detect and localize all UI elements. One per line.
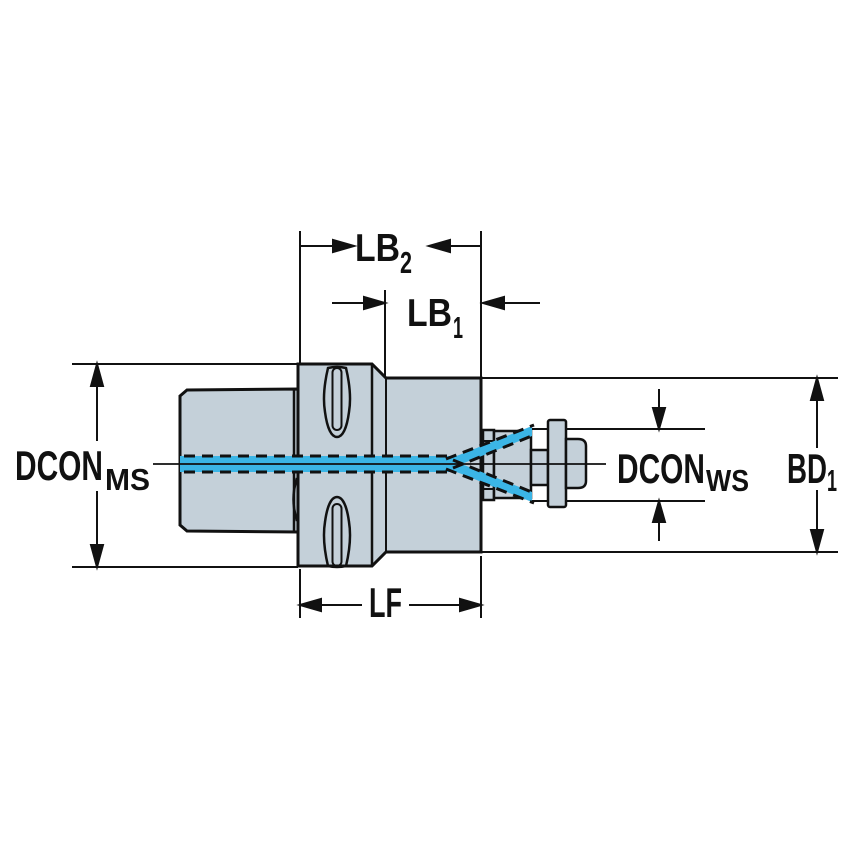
label-lb1-sub: 1	[453, 310, 463, 345]
shank-lobe-arc	[292, 477, 299, 522]
dimension-lb2	[299, 231, 482, 377]
bd1-arrow-down-icon	[809, 529, 825, 556]
label-lf: LF	[369, 579, 402, 626]
label-dcon-ms: DCON	[15, 442, 103, 489]
cone-band-upper	[449, 426, 532, 469]
label-lb2: LB	[355, 227, 400, 270]
flange-slot-top	[322, 365, 352, 439]
dimension-lines	[72, 231, 838, 618]
dimension-bd1	[481, 374, 838, 556]
lb1-arrow-left-icon	[479, 295, 505, 311]
flange-slot-bottom-inner	[331, 503, 343, 567]
flange-slot-top-inner	[331, 367, 343, 431]
label-bd1: BD	[787, 445, 827, 492]
lb2-arrow-left-icon	[425, 238, 451, 254]
hidden-line-dashes	[184, 423, 535, 505]
label-dcon-ms-sub: MS	[105, 462, 150, 497]
label-lb1: LB	[407, 292, 452, 335]
dimension-dcon-ms	[72, 360, 298, 571]
dash-cone-upper-1	[445, 423, 535, 461]
dconws-arrow-down-icon	[651, 407, 667, 433]
dimension-labels: DCON MS LB 2 LB 1 DCON WS BD 1 LF	[15, 227, 837, 626]
stud-neck	[529, 448, 550, 487]
dconms-arrow-up-icon	[89, 360, 105, 387]
dash-cone-lower-1	[445, 467, 535, 505]
lf-arrow-right-icon	[459, 597, 485, 613]
label-bd1-sub: 1	[827, 463, 837, 498]
lf-arrow-left-icon	[296, 597, 322, 613]
dconms-arrow-down-icon	[89, 544, 105, 571]
cone-band-lower	[449, 459, 532, 502]
flange-slot-bottom	[322, 495, 352, 569]
label-dcon-ws-sub: WS	[706, 463, 749, 498]
lb2-arrow-right-icon	[332, 238, 358, 254]
dimension-lf	[296, 556, 485, 618]
bd1-arrow-up-icon	[809, 374, 825, 401]
dimension-lb1	[332, 290, 540, 377]
label-dcon-ws: DCON	[617, 445, 705, 492]
dash-cone-upper-2	[452, 433, 535, 470]
label-lb2-sub: 2	[400, 245, 412, 280]
dash-cone-lower-2	[452, 458, 535, 495]
lb1-arrow-right-icon	[363, 295, 389, 311]
centerline-highlight	[153, 423, 606, 505]
dconws-arrow-up-icon	[651, 497, 667, 523]
